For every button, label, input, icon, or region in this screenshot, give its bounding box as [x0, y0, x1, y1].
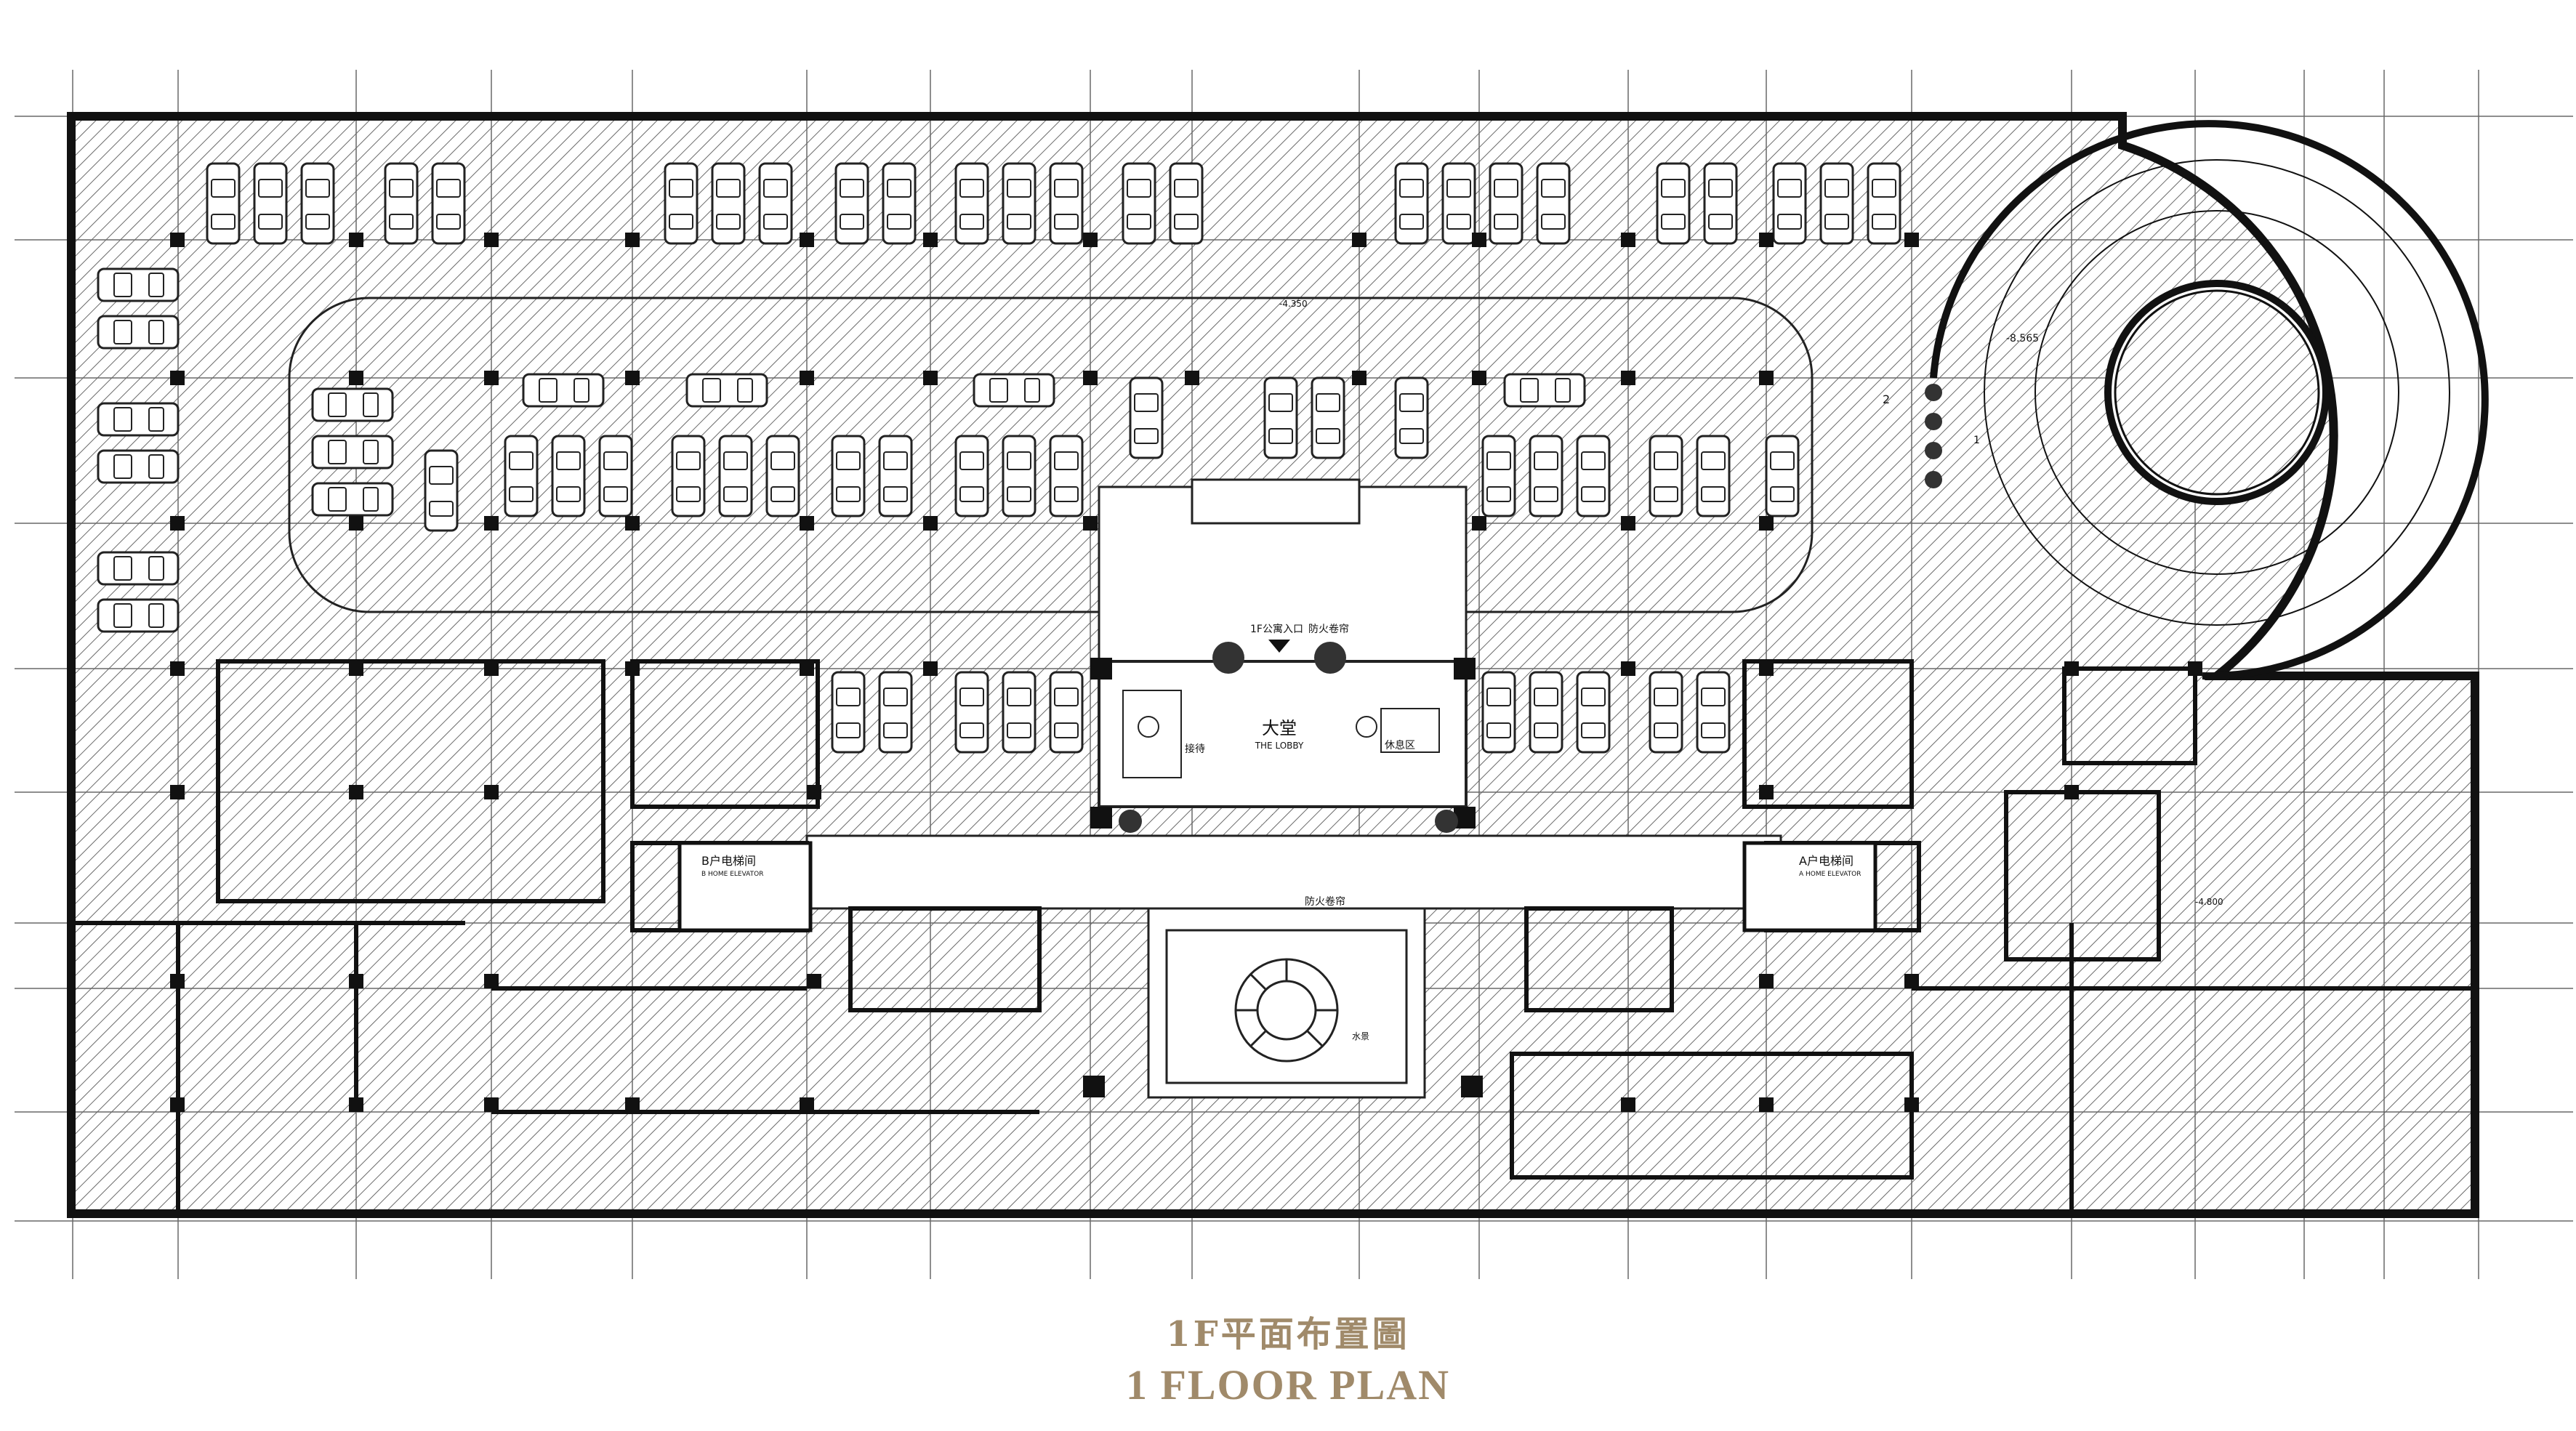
right-level-label: -4.800 [2195, 897, 2223, 907]
lobby-vestibule [1098, 485, 1468, 663]
lounge-label: 休息区 [1385, 739, 1415, 751]
b-elevator-label-cn: B户电梯间 [701, 854, 756, 868]
lobby-furniture [1122, 690, 1440, 778]
lobby-main [1098, 660, 1468, 808]
lobby-label-cn: 大堂 [1262, 718, 1297, 738]
spiral-stair [1165, 929, 1408, 1084]
parking-left [97, 267, 180, 633]
ramp-number-2: 2 [1883, 392, 1890, 406]
entrance-label: 1F公寓入口 [1250, 623, 1303, 635]
plan-title-cn: 1F平面布置圖 [1166, 1314, 1410, 1355]
ramp-number-1: 1 [1973, 435, 1980, 446]
water-feature-label: 水景 [1352, 1031, 1369, 1041]
fire-shutter-bottom-label: 防火卷帘 [1305, 896, 1345, 908]
plants [1119, 384, 1942, 833]
driveway-ring [288, 297, 1814, 613]
a-elevator-label-cn: A户电梯间 [1799, 854, 1853, 868]
a-elevator-room [1742, 841, 1877, 932]
lobby-corridor [805, 834, 1782, 910]
fire-shutter-top-label: 防火卷帘 [1308, 624, 1349, 635]
ramp-level-label: -8.565 [2006, 333, 2039, 344]
floor-plan-drawing: 大堂 THE LOBBY 接待 休息区 1F公寓入口 防火卷帘 防火卷帘 B户电… [15, 70, 2573, 1279]
lobby-top-band [1191, 478, 1361, 525]
a-elevator-label-en: A HOME ELEVATOR [1799, 871, 1861, 878]
columns [170, 233, 2202, 1112]
plan-title-en: 1 FLOOR PLAN [1125, 1361, 1451, 1408]
b-elevator-room [677, 841, 813, 932]
entrance-arrow [1268, 640, 1290, 653]
b-elevator-label-en: B HOME ELEVATOR [701, 871, 763, 878]
top-level-label: -4.350 [1279, 299, 1308, 309]
lobby-label-en: THE LOBBY [1255, 741, 1304, 751]
reception-label: 接待 [1185, 743, 1205, 755]
circular-ramp [1930, 120, 2489, 680]
